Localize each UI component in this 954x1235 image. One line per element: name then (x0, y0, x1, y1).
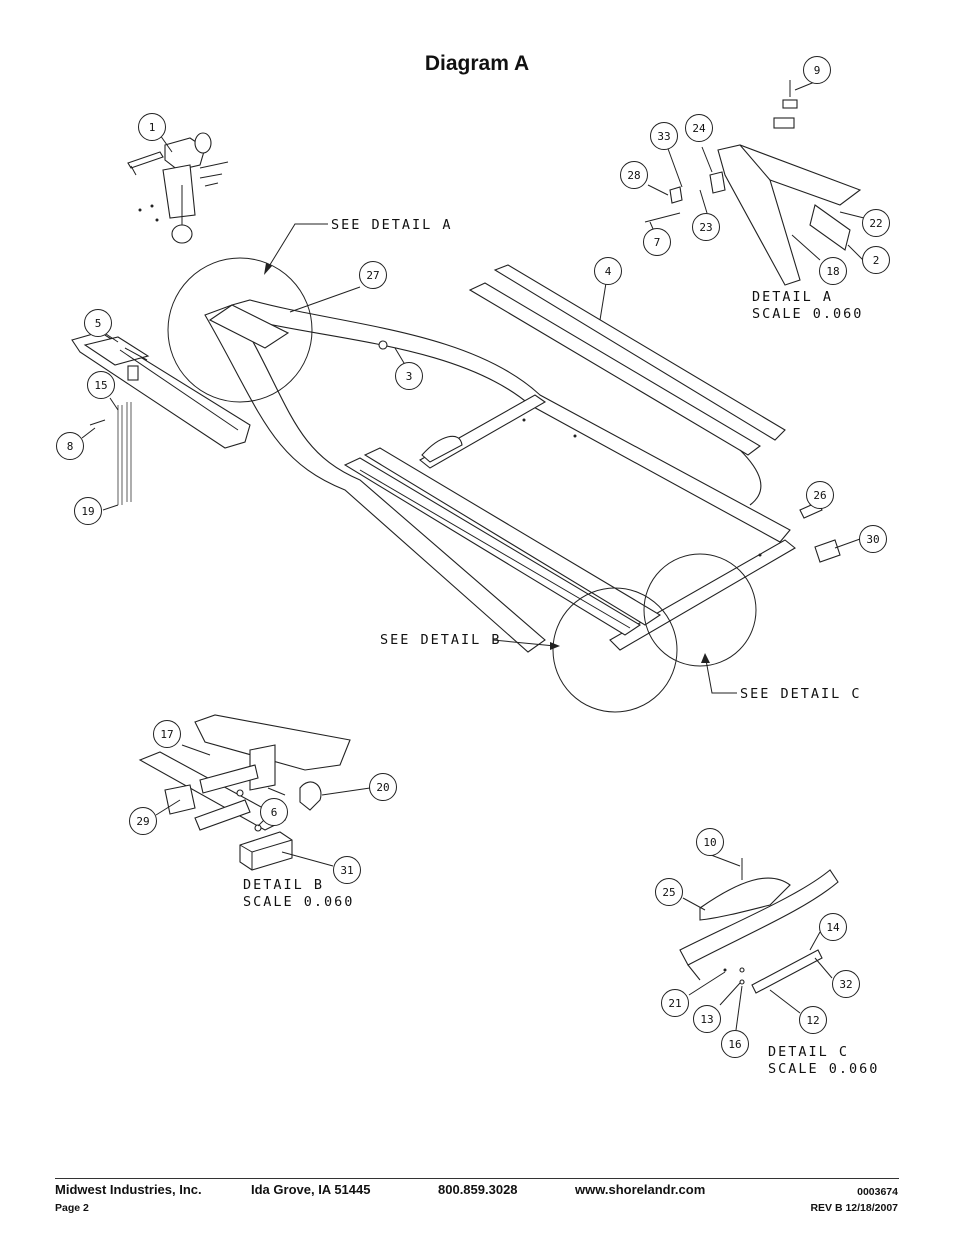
callout-3: 3 (395, 362, 423, 390)
callout-33: 33 (650, 122, 678, 150)
svg-text:32: 32 (839, 978, 852, 991)
svg-text:23: 23 (699, 221, 712, 234)
callout-18: 18 (819, 257, 847, 285)
svg-text:1: 1 (149, 121, 156, 134)
svg-text:15: 15 (94, 379, 107, 392)
svg-text:30: 30 (866, 533, 879, 546)
callout-27: 27 (359, 261, 387, 289)
callout-28: 28 (620, 161, 648, 189)
svg-text:17: 17 (160, 728, 173, 741)
callout-10: 10 (696, 828, 724, 856)
svg-text:9: 9 (814, 64, 821, 77)
callout-19: 19 (74, 497, 102, 525)
svg-text:19: 19 (81, 505, 94, 518)
svg-text:24: 24 (692, 122, 706, 135)
callout-26: 26 (806, 481, 834, 509)
callout-25: 25 (655, 878, 683, 906)
callout-5: 5 (84, 309, 112, 337)
callout-9: 9 (803, 56, 831, 84)
callout-24: 24 (685, 114, 713, 142)
see-detail-a-label: SEE DETAIL A (331, 217, 453, 233)
svg-text:21: 21 (668, 997, 681, 1010)
svg-text:20: 20 (376, 781, 389, 794)
svg-text:28: 28 (627, 169, 640, 182)
footer-website: www.shorelandr.com (575, 1182, 706, 1197)
tongue-assembly (71, 331, 251, 505)
detail-a-title: DETAIL A (752, 289, 833, 305)
footer-city: Ida Grove, IA 51445 (251, 1182, 371, 1197)
svg-text:27: 27 (366, 269, 379, 282)
see-detail-b-label: SEE DETAIL B (380, 632, 502, 648)
callout-23: 23 (692, 213, 720, 241)
see-detail-c-label: SEE DETAIL C (740, 686, 862, 702)
svg-text:7: 7 (654, 236, 661, 249)
callout-13: 13 (693, 1005, 721, 1033)
svg-text:33: 33 (657, 130, 670, 143)
svg-text:25: 25 (662, 886, 675, 899)
svg-text:4: 4 (605, 265, 612, 278)
footer-divider (55, 1178, 899, 1179)
svg-text:5: 5 (95, 317, 102, 330)
callout-14: 14 (819, 913, 847, 941)
svg-text:8: 8 (67, 440, 74, 453)
callout-22: 22 (862, 209, 890, 237)
callout-32: 32 (832, 970, 860, 998)
callout-7: 7 (643, 228, 671, 256)
callout-8: 8 (56, 432, 84, 460)
callout-21: 21 (661, 989, 689, 1017)
svg-text:31: 31 (340, 864, 353, 877)
svg-text:26: 26 (813, 489, 826, 502)
callout-1: 1 (138, 113, 166, 141)
svg-text:29: 29 (136, 815, 149, 828)
callout-6: 6 (260, 798, 288, 826)
svg-text:2: 2 (873, 254, 880, 267)
svg-text:10: 10 (703, 836, 716, 849)
svg-text:14: 14 (826, 921, 840, 934)
detail-b-scale: SCALE 0.060 (243, 894, 354, 910)
detail-c-view (679, 858, 839, 994)
callout-31: 31 (333, 856, 361, 884)
detail-a-scale: SCALE 0.060 (752, 306, 863, 322)
footer-revision: REV B 12/18/2007 (810, 1202, 898, 1214)
svg-text:12: 12 (806, 1014, 819, 1027)
svg-text:22: 22 (869, 217, 882, 230)
winch-assembly (127, 132, 229, 244)
callout-30: 30 (859, 525, 887, 553)
callout-20: 20 (369, 773, 397, 801)
callout-16: 16 (721, 1030, 749, 1058)
callout-17: 17 (153, 720, 181, 748)
svg-text:13: 13 (700, 1013, 713, 1026)
callout-29: 29 (129, 807, 157, 835)
footer-phone: 800.859.3028 (438, 1182, 518, 1197)
page-title: Diagram A (424, 52, 530, 75)
footer-page: Page 2 (55, 1202, 89, 1214)
detail-b-title: DETAIL B (243, 877, 324, 893)
detail-a-view (644, 80, 862, 286)
detail-c-scale: SCALE 0.060 (768, 1061, 879, 1077)
callout-4: 4 (594, 257, 622, 285)
svg-text:18: 18 (826, 265, 839, 278)
callout-12: 12 (799, 1006, 827, 1034)
footer-doc-number: 0003674 (857, 1186, 898, 1198)
detail-b-view (138, 714, 351, 871)
svg-text:3: 3 (406, 370, 413, 383)
trailer-frame (204, 264, 841, 653)
callout-2: 2 (862, 246, 890, 274)
svg-text:16: 16 (728, 1038, 741, 1051)
svg-text:6: 6 (271, 806, 278, 819)
callout-15: 15 (87, 371, 115, 399)
detail-c-title: DETAIL C (768, 1044, 849, 1060)
footer-company: Midwest Industries, Inc. (55, 1182, 202, 1197)
